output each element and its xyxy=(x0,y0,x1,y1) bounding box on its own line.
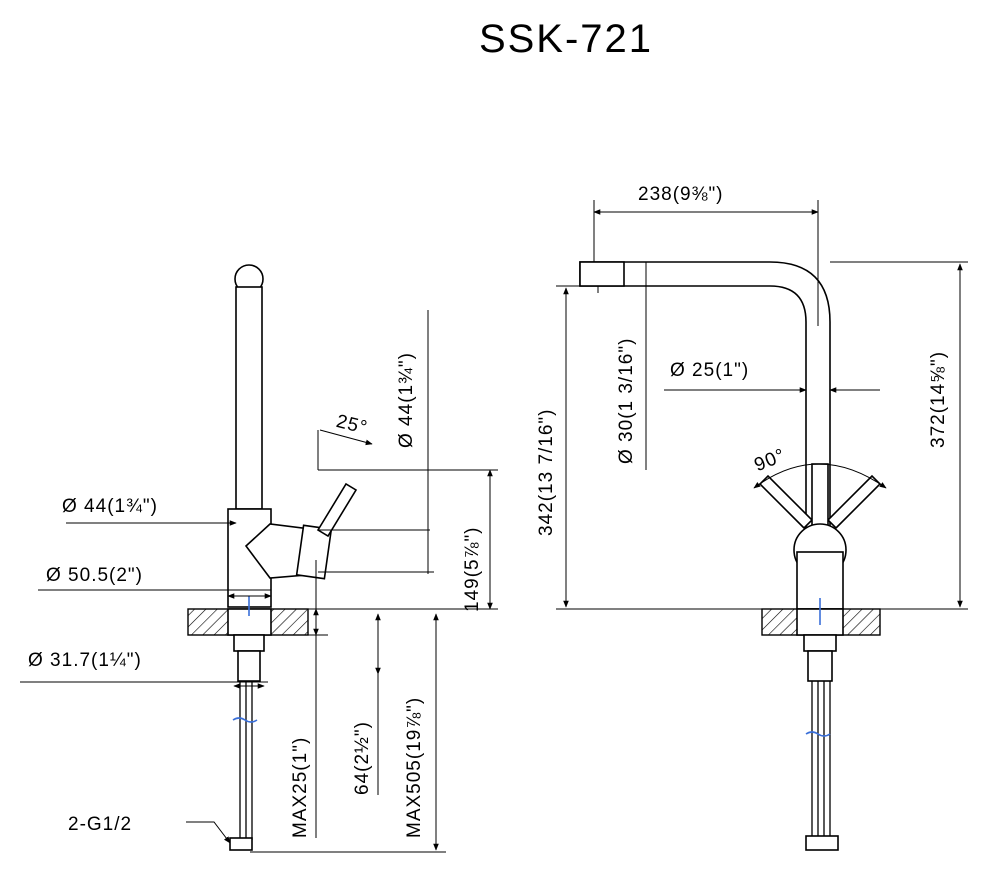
spout-column xyxy=(235,286,263,510)
shank-nut xyxy=(233,634,265,652)
dim-w238: 238(9⅜") xyxy=(638,184,724,205)
dim-max25: MAX25(1") xyxy=(290,737,311,838)
front-hose-break xyxy=(805,731,831,737)
hose-break-mark xyxy=(232,717,258,723)
dim-dia44-vertical: Ø 44(1¾") xyxy=(396,352,417,448)
handle-stem xyxy=(811,463,829,527)
drawing-title: SSK-721 xyxy=(479,17,653,61)
dim-dia44-left: Ø 44(1¾") xyxy=(62,496,158,517)
dim-h342: 342(13 7/16") xyxy=(536,409,557,537)
front-hose-connector xyxy=(805,835,839,851)
front-view: 238(9⅜") 342(13 7/16") Ø 30(1 3/16") Ø 2… xyxy=(536,184,968,851)
dim-dia30: Ø 30(1 3/16") xyxy=(616,338,637,464)
shank xyxy=(237,650,261,682)
handle-lever xyxy=(316,482,358,538)
aerator xyxy=(579,261,625,287)
dim-dia505: Ø 50.5(2") xyxy=(46,565,143,586)
handle-left xyxy=(758,474,814,530)
front-shank-nut xyxy=(803,634,837,652)
label-connection: 2-G1/2 xyxy=(68,814,132,835)
front-shank xyxy=(807,650,833,682)
handle-cap xyxy=(295,524,333,580)
dim-h149: 149(5⅞") xyxy=(462,526,483,612)
side-view: Ø 44(1¾") Ø 50.5(2") Ø 31.7(1¼") 2-G1/2 … xyxy=(20,264,498,853)
dim-h372: 372(14⅝") xyxy=(928,351,949,448)
dim-dia25: Ø 25(1") xyxy=(670,360,749,381)
handle-right xyxy=(826,474,882,530)
dim-max505: MAX505(19⅞") xyxy=(404,697,425,838)
dim-dia317: Ø 31.7(1¼") xyxy=(28,650,142,671)
dim-h64: 64(2½") xyxy=(352,721,373,795)
hose-connector xyxy=(229,837,253,851)
